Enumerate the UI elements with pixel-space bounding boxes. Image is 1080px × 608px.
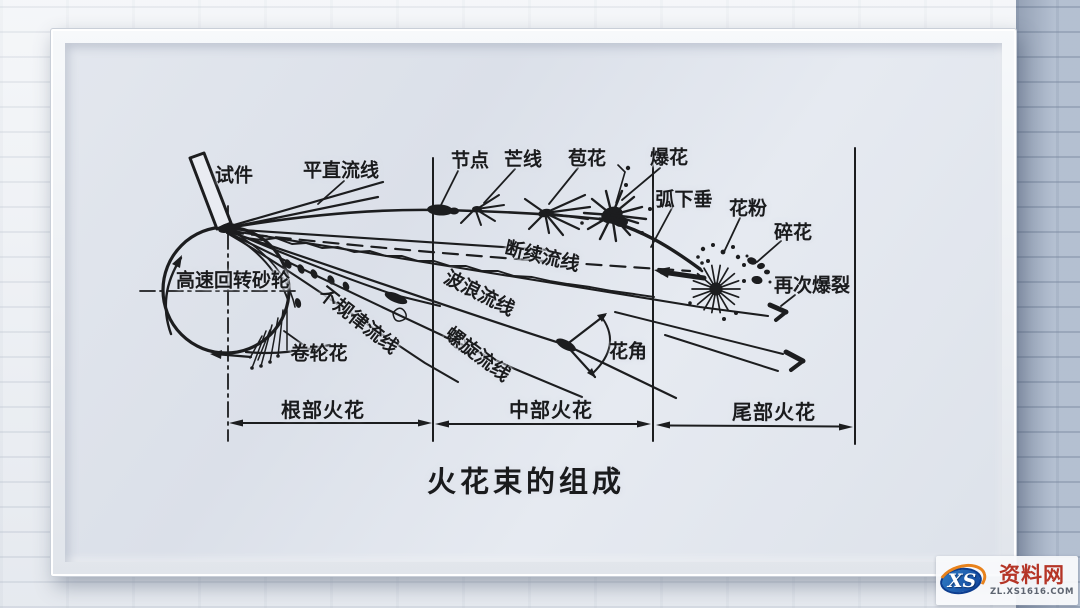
label-curl-spark: 卷轮花 — [290, 342, 348, 365]
zone-label-root: 根部火花 — [281, 398, 365, 422]
brick-wall-shadow-strip — [1016, 0, 1080, 608]
zone-label-tail: 尾部火花 — [732, 400, 816, 424]
label-pollen: 花粉 — [728, 197, 768, 220]
zone-label-middle: 中部火花 — [509, 398, 593, 422]
label-arc-droop: 弧下垂 — [655, 188, 713, 211]
label-straight-streamline: 平直流线 — [302, 159, 380, 182]
label-spark-angle: 花角 — [608, 340, 648, 363]
label-specimen: 试件 — [214, 164, 254, 187]
watermark-site-name: 资料网 — [999, 562, 1065, 587]
watermark-site-url: ZL.XS1616.COM — [989, 587, 1075, 598]
label-burst-spark: 爆花 — [649, 146, 689, 169]
label-ray-line: 芒线 — [503, 148, 543, 171]
watermark-logo: XS — [933, 557, 991, 604]
label-fragment-spark: 碎花 — [773, 221, 813, 244]
watermark-logo-text: XS — [947, 569, 977, 592]
label-second-burst: 再次爆裂 — [773, 274, 851, 297]
label-bud-spark: 苞花 — [567, 147, 607, 170]
label-grinding-wheel: 高速回转砂轮 — [175, 269, 291, 292]
figure-title: 火花束的组成 — [426, 464, 626, 499]
label-node: 节点 — [450, 149, 490, 172]
watermark: XS 资料网 ZL.XS1616.COM — [933, 556, 1078, 605]
